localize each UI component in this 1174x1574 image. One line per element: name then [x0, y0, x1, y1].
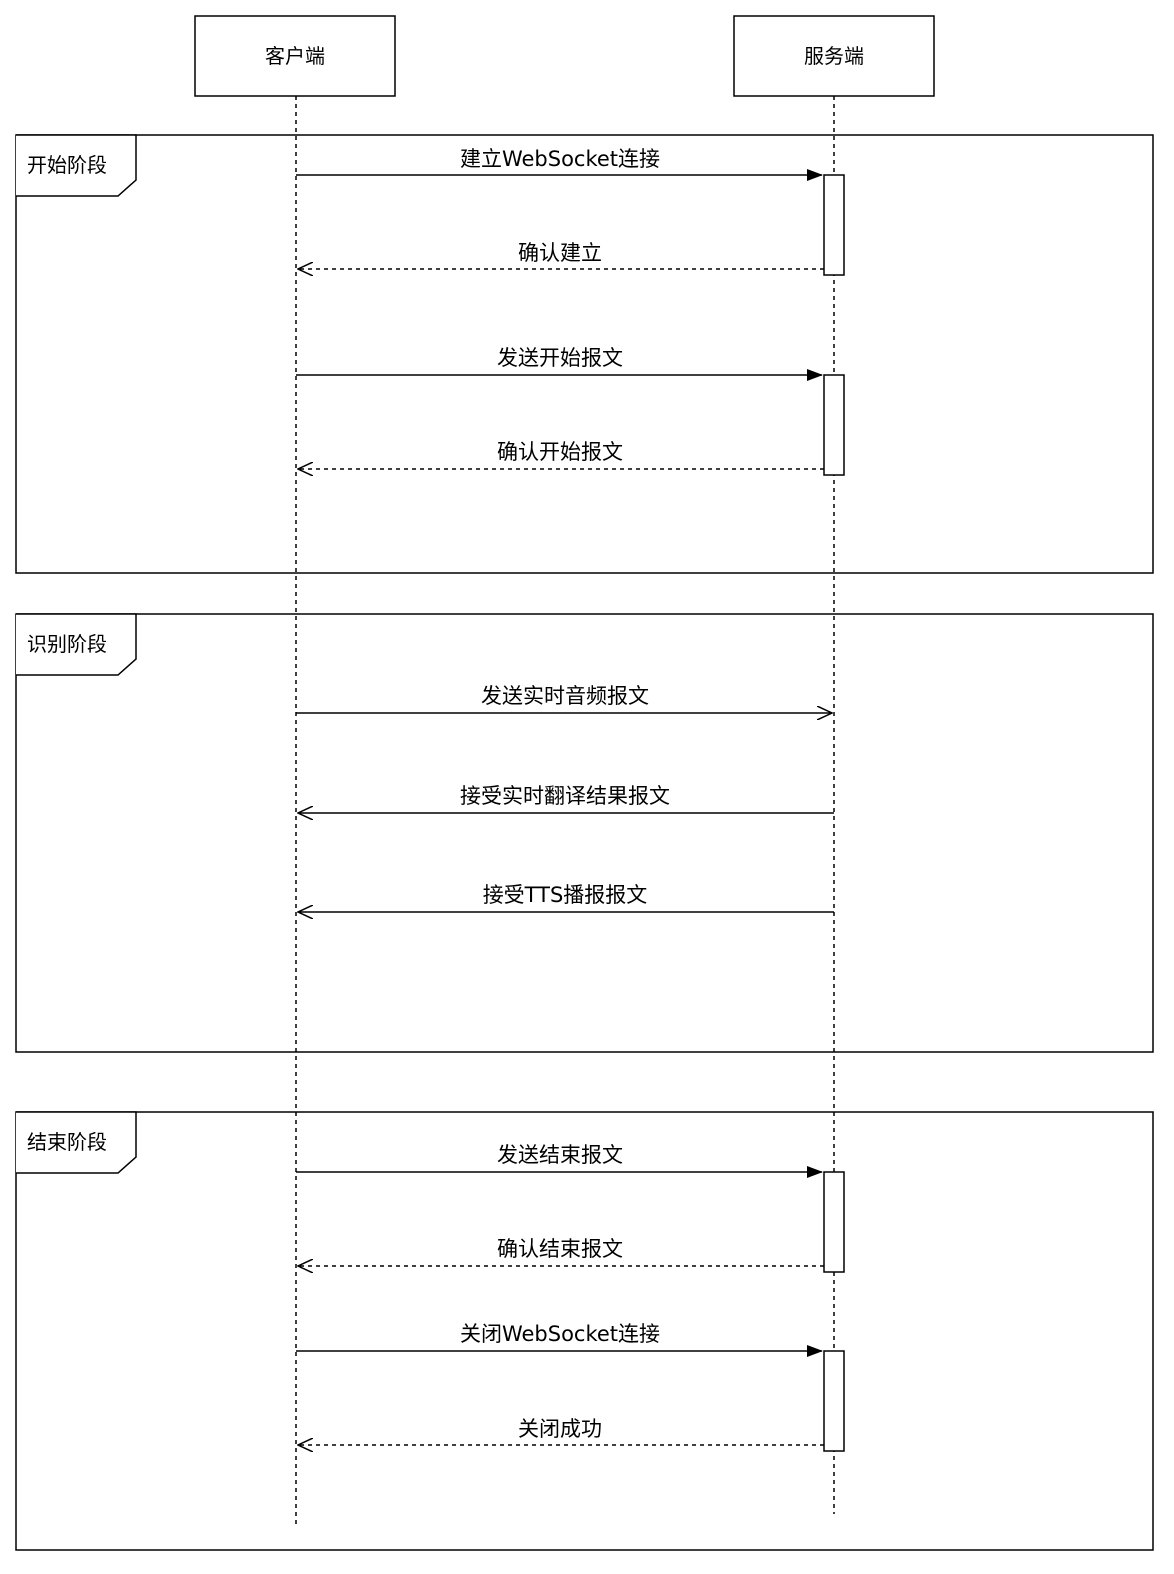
frame-recognition-border: [15, 613, 1154, 1053]
message-end-ack-label: 确认结束报文: [497, 1237, 623, 1261]
message-close: 关闭WebSocket连接: [296, 1322, 823, 1357]
message-translation: 接受实时翻译结果报文: [298, 784, 834, 813]
frame-start-tab: [16, 134, 137, 197]
activation-bar-close: [823, 1350, 845, 1452]
frame-recognition-label: 识别阶段: [27, 632, 107, 656]
message-connect: 建立WebSocket连接: [296, 147, 823, 181]
message-start-ack-label: 确认开始报文: [497, 440, 623, 464]
frame-end-tab: [16, 1111, 137, 1174]
message-start-label: 发送开始报文: [497, 346, 623, 370]
participant-client-box: [194, 15, 396, 97]
message-translation-label: 接受实时翻译结果报文: [460, 784, 670, 808]
participant-server-label: 服务端: [804, 44, 864, 68]
message-connect-ack: 确认建立: [298, 241, 824, 269]
message-close-ack-label: 关闭成功: [518, 1417, 602, 1441]
message-start-ack: 确认开始报文: [298, 440, 824, 469]
participant-client-label: 客户端: [265, 44, 325, 68]
message-tts: 接受TTS播报报文: [298, 883, 834, 912]
message-connect-label: 建立WebSocket连接: [460, 147, 660, 171]
frame-end-border: [15, 1111, 1154, 1551]
message-end-ack: 确认结束报文: [298, 1237, 824, 1266]
message-connect-ack-label: 确认建立: [518, 241, 602, 265]
frame-end: 结束阶段: [15, 1111, 1154, 1551]
message-tts-label: 接受TTS播报报文: [483, 883, 648, 907]
activation-bar-connect: [823, 174, 845, 276]
message-end: 发送结束报文: [296, 1143, 823, 1178]
message-close-label: 关闭WebSocket连接: [460, 1322, 660, 1346]
frame-start: 开始阶段: [15, 134, 1154, 574]
frame-recognition-tab: [16, 613, 137, 676]
activation-bar-end: [823, 1171, 845, 1273]
message-end-label: 发送结束报文: [497, 1143, 623, 1167]
message-audio-label: 发送实时音频报文: [481, 684, 649, 708]
frame-end-label: 结束阶段: [27, 1130, 107, 1154]
frame-recognition: 识别阶段: [15, 613, 1154, 1053]
message-close-ack: 关闭成功: [298, 1417, 824, 1445]
message-start: 发送开始报文: [296, 346, 823, 381]
participant-server-box: [733, 15, 935, 97]
frame-start-border: [15, 134, 1154, 574]
message-audio: 发送实时音频报文: [296, 684, 832, 713]
frame-start-label: 开始阶段: [27, 153, 107, 177]
activation-bar-start: [823, 374, 845, 476]
participant-client: 客户端: [194, 15, 396, 97]
participant-server: 服务端: [733, 15, 935, 97]
